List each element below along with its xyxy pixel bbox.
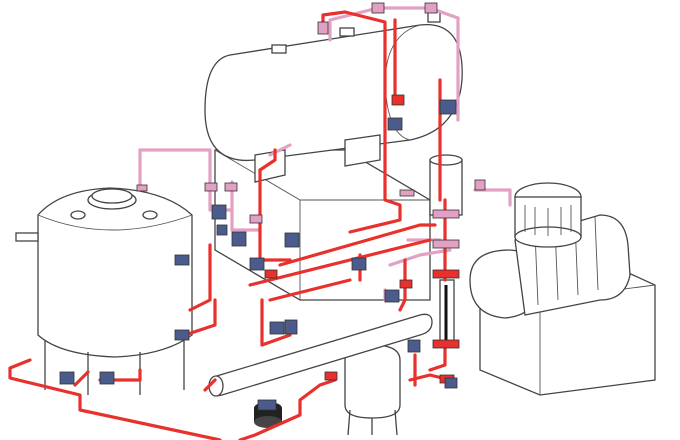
tank-support-platform bbox=[214, 149, 431, 301]
valves-and-flanges bbox=[59, 2, 486, 411]
insulated-header-pipe bbox=[208, 313, 433, 397]
small-receiver-vessel bbox=[344, 344, 401, 436]
pump-motor-assembly bbox=[469, 182, 656, 396]
vertical-storage-tank bbox=[15, 187, 193, 395]
valve bbox=[59, 99, 458, 411]
